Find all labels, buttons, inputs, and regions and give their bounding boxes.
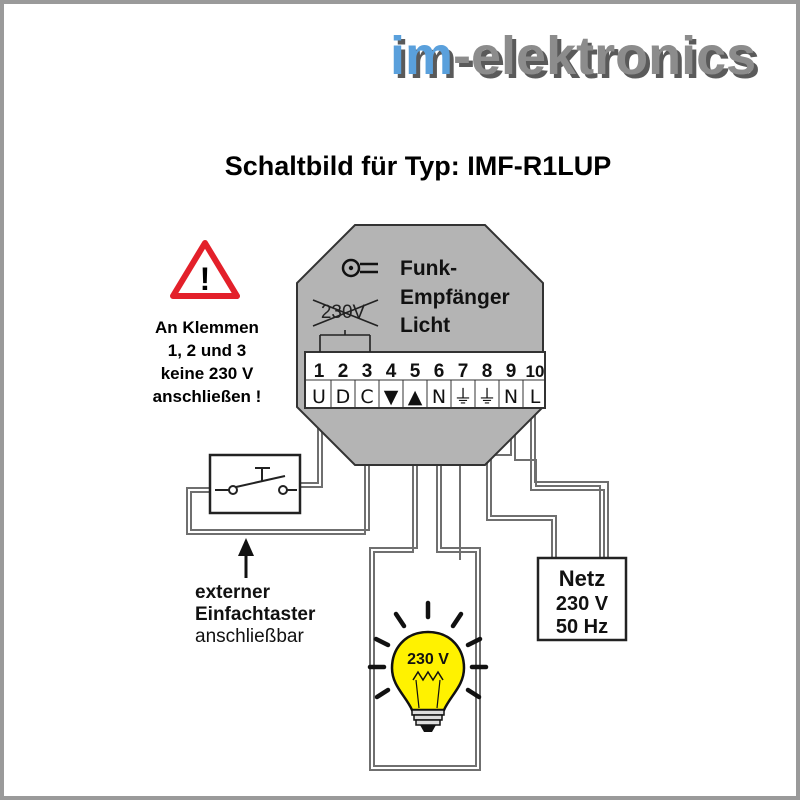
terminal-number-1: 1: [314, 361, 325, 382]
switch-label-line2: Einfachtaster: [195, 604, 316, 625]
push-button-contact-icon: [235, 475, 286, 488]
lamp-voltage-label: 230 V: [407, 651, 449, 668]
voltage-strike-2: [312, 299, 379, 327]
switch-label-line1: externer: [195, 582, 271, 603]
page-title: Schaltbild für Typ: IMF-R1LUP: [225, 151, 612, 181]
terminal-label-2: D: [336, 386, 351, 408]
terminal-label-9: N: [504, 386, 518, 408]
mains-label-line1: Netz: [559, 566, 605, 591]
terminal-label-10: L: [530, 386, 541, 408]
radio-receiver-icon: [341, 258, 378, 278]
wire-n8-to-mains-b: [490, 415, 557, 558]
mains-label-line2: 230 V: [556, 593, 609, 615]
terminal-number-9: 9: [506, 361, 517, 382]
terminal-number-8: 8: [482, 361, 493, 382]
wire-switch-to-u1: [300, 415, 319, 484]
terminal-number-3: 3: [362, 361, 373, 382]
terminal-label-5: ▲: [408, 386, 423, 408]
module-label-line3: Licht: [400, 314, 450, 337]
terminal-label-8: ⏚: [477, 386, 496, 408]
module-label-line1: Funk-: [400, 257, 457, 280]
warning-line4: anschließen !: [153, 387, 262, 406]
wire-lamp-loop: [369, 415, 481, 771]
mains-supply: Netz 230 V 50 Hz: [536, 556, 628, 642]
terminal-label-7: ⏚: [453, 386, 472, 408]
light-rays-icon: [367, 600, 489, 700]
external-push-button: externer Einfachtaster anschließbar: [195, 453, 316, 647]
logo-im: im: [390, 26, 453, 86]
wires: [186, 415, 609, 771]
switch-label-line3: anschließbar: [195, 626, 304, 647]
wire-l10-to-mains: [530, 415, 605, 558]
wire-l10-to-mains-b: [534, 415, 609, 558]
terminal-number-10: 10: [526, 362, 545, 381]
warning-note: ! An Klemmen 1, 2 und 3 keine 230 V ansc…: [153, 240, 262, 406]
warning-line3: keine 230 V: [161, 364, 254, 383]
wire-switch-to-c3b: [190, 415, 370, 531]
warning-line1: An Klemmen: [155, 318, 259, 337]
wire-n8-to-mains: [486, 415, 553, 558]
push-button-box: [208, 453, 302, 515]
warning-exclamation: !: [200, 261, 211, 297]
terminal-number-7: 7: [458, 361, 469, 382]
logo-elektronics: -elektronics: [453, 26, 756, 86]
module-label-line2: Empfänger: [400, 286, 510, 309]
mains-box: [536, 556, 628, 642]
terminal-label-1: U: [312, 386, 326, 408]
wire-lamp-loop-inner: [373, 415, 477, 767]
voltage-bracket: [319, 330, 371, 352]
terminal-label-4: ▼: [384, 386, 399, 408]
brand-logo: im-elektronics: [394, 30, 760, 90]
mains-label-line3: 50 Hz: [556, 616, 608, 638]
terminal-number-5: 5: [410, 361, 421, 382]
bulb-base: [420, 725, 436, 732]
terminal-number-6: 6: [434, 361, 445, 382]
warning-line2: 1, 2 und 3: [168, 341, 246, 360]
bulb-filament: [412, 670, 444, 682]
terminal-number-2: 2: [338, 361, 349, 382]
terminal-label-6: N: [432, 386, 446, 408]
logo-shadow: im-elektronics: [394, 30, 760, 90]
terminal-label-3: C: [360, 386, 373, 408]
wire-switch-to-c3: [186, 415, 366, 535]
brand-logo-text: im-elektronics: [390, 26, 756, 86]
light-bulb-icon: 230 V: [367, 600, 489, 732]
warning-triangle-icon: [170, 240, 240, 299]
wire-switch-to-u1b: [300, 415, 323, 488]
terminal-number-4: 4: [386, 361, 397, 382]
